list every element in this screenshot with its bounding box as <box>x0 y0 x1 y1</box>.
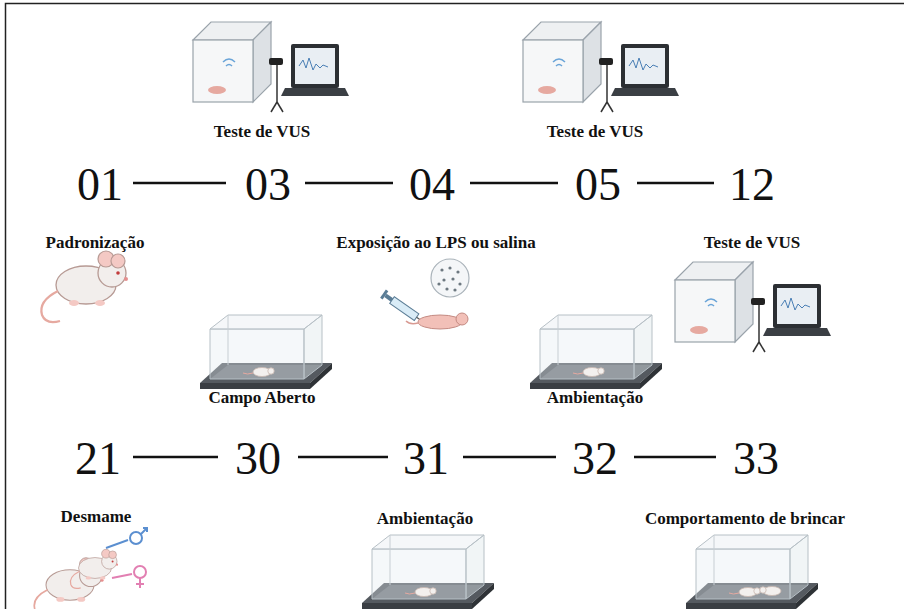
step-label: Comportamento de brincar <box>645 509 845 529</box>
usv-setup-icon <box>523 22 679 112</box>
usv-setup-icon <box>193 22 349 112</box>
step-label: Teste de VUS <box>214 122 310 142</box>
usv-setup-icon <box>675 262 831 352</box>
timeline-dash <box>133 183 716 457</box>
day-number: 33 <box>733 436 779 482</box>
step-label: Padronização <box>46 233 145 253</box>
step-label: Teste de VUS <box>547 122 643 142</box>
day-number: 03 <box>245 162 291 208</box>
step-label: Campo Aberto <box>208 388 315 408</box>
step-label: Teste de VUS <box>704 233 800 253</box>
step-label: Exposição ao LPS ou salina <box>336 233 535 253</box>
open-field-arena <box>200 315 332 389</box>
play-arena <box>686 535 818 609</box>
day-number: 04 <box>409 162 455 208</box>
open-field-arena <box>530 315 662 389</box>
day-number: 31 <box>403 436 449 482</box>
day-number: 01 <box>77 162 123 208</box>
day-number: 30 <box>235 436 281 482</box>
step-label: Desmame <box>61 507 132 527</box>
day-number: 12 <box>729 162 775 208</box>
frame <box>6 4 904 609</box>
mouse-icon <box>41 251 128 322</box>
lps-injection-icon <box>380 259 469 329</box>
step-label: Ambientação <box>377 509 473 529</box>
open-field-arena <box>362 535 494 609</box>
day-number: 05 <box>575 162 621 208</box>
weaning-icon <box>34 528 147 609</box>
day-number: 21 <box>75 436 121 482</box>
day-number: 32 <box>572 436 618 482</box>
step-label: Ambientação <box>547 388 643 408</box>
